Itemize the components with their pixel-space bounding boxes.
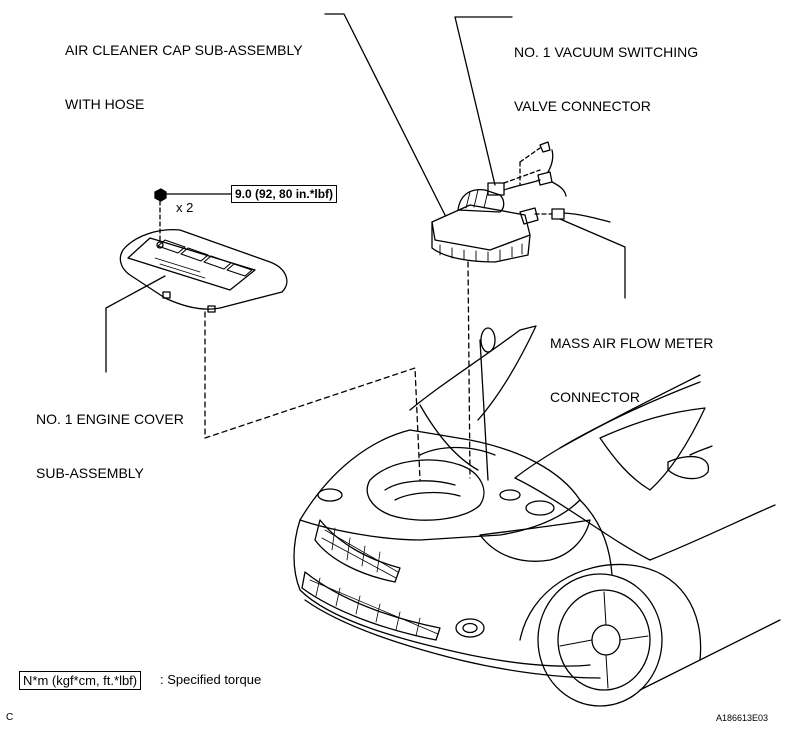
car-beltline <box>650 505 775 560</box>
vsv-dashed-2 <box>520 148 540 162</box>
label-air-cleaner-line2: WITH HOSE <box>65 96 145 112</box>
lower-grille <box>302 572 440 640</box>
car-window-line <box>690 446 712 455</box>
lower-grille-pattern <box>310 578 438 636</box>
air-cleaner-ribs <box>440 244 522 262</box>
label-vsv-line2: VALVE CONNECTOR <box>514 98 651 114</box>
car-front-face <box>294 520 590 666</box>
engine-cover-ribs <box>158 240 252 276</box>
reservoir-cap-right <box>526 501 554 515</box>
leader-air-cleaner <box>325 14 445 215</box>
engine-cover-lettering <box>155 258 205 278</box>
air-cleaner-case <box>432 222 530 262</box>
label-air-cleaner-line1: AIR CLEANER CAP SUB-ASSEMBLY <box>65 42 303 58</box>
install-paths <box>205 262 470 480</box>
vsv-wire <box>504 180 540 190</box>
legend-description: : Specified torque <box>160 672 262 687</box>
label-vsv-line1: NO. 1 VACUUM SWITCHING <box>514 44 699 60</box>
engine-hose <box>420 448 495 456</box>
vsv-connector-icon <box>538 172 552 185</box>
rim-spokes <box>560 592 648 688</box>
air-cleaner-part <box>432 142 610 262</box>
vsv-clip <box>540 142 550 152</box>
fog-lamp-inner <box>463 624 477 633</box>
engine-cover-body <box>120 230 287 310</box>
hose-rings <box>466 190 488 208</box>
front-rim <box>558 590 650 690</box>
car-hood-edge <box>420 405 478 470</box>
reservoir-cap-left <box>318 489 342 501</box>
figure-id: A186613E03 <box>716 713 769 723</box>
front-hub <box>592 625 620 655</box>
car-bumper-lower <box>305 600 600 678</box>
label-maf-line2: CONNECTOR <box>550 389 640 405</box>
strut-top <box>500 490 520 500</box>
maf-sensor <box>520 208 538 224</box>
label-engine-cover-line2: SUB-ASSEMBLY <box>36 465 144 481</box>
install-path-air-cleaner <box>468 262 470 478</box>
footer-left-code: C <box>6 712 14 723</box>
air-cleaner-lid <box>432 205 530 250</box>
engine-block <box>367 460 484 520</box>
install-path-engine-cover <box>205 312 420 480</box>
maf-connector-wire <box>564 213 610 222</box>
label-maf-line1: MASS AIR FLOW METER <box>550 335 714 351</box>
label-air-cleaner: AIR CLEANER CAP SUB-ASSEMBLY WITH HOSE <box>65 5 303 149</box>
vsv-body <box>488 183 504 195</box>
cover-nut-icon <box>155 189 166 201</box>
vsv-dashed-1 <box>504 170 540 183</box>
label-vsv-connector: NO. 1 VACUUM SWITCHING VALVE CONNECTOR <box>514 7 698 151</box>
leader-vsv <box>455 17 512 185</box>
leader-maf <box>560 219 625 298</box>
hood-insulator <box>481 328 495 352</box>
car-rocker <box>640 620 780 690</box>
engine-cover-tab-2 <box>208 306 215 312</box>
engine-detail-1 <box>385 481 455 490</box>
leader-lines <box>106 14 625 372</box>
car-illustration <box>294 326 780 706</box>
engine-bay-outline <box>300 430 580 540</box>
air-cleaner-hose <box>458 190 504 212</box>
car-fender <box>580 500 612 575</box>
engine-detail-2 <box>395 493 460 500</box>
car-a-pillar <box>515 478 650 560</box>
torque-spec-box: 9.0 (92, 80 in.*lbf) <box>231 185 338 203</box>
engine-cover-top <box>128 238 255 290</box>
maf-connector-icon <box>552 209 564 219</box>
label-maf-connector: MASS AIR FLOW METER CONNECTOR <box>550 298 713 442</box>
car-hood-open <box>410 326 536 420</box>
front-tire <box>538 574 662 706</box>
engine-cover-part <box>120 189 287 312</box>
legend-unit-box: N*m (kgf*cm, ft.*lbf) <box>19 671 142 690</box>
side-mirror <box>668 457 708 479</box>
engine-cover-tab-1 <box>163 292 170 298</box>
upper-grille <box>315 520 400 582</box>
car-windshield-edge <box>560 382 700 448</box>
headlight <box>480 520 590 561</box>
label-engine-cover-line1: NO. 1 ENGINE COVER <box>36 411 184 427</box>
grille-pattern <box>322 528 398 578</box>
wheel-arch <box>520 564 701 660</box>
fastener-quantity: x 2 <box>176 200 194 215</box>
hood-prop <box>480 340 488 480</box>
leader-engine-cover <box>106 276 165 372</box>
fog-lamp <box>456 619 484 637</box>
label-engine-cover: NO. 1 ENGINE COVER SUB-ASSEMBLY <box>36 374 184 518</box>
car-side-window <box>600 408 705 490</box>
engine-cover-hole <box>157 242 163 248</box>
vsv-connector-wire <box>548 150 566 196</box>
